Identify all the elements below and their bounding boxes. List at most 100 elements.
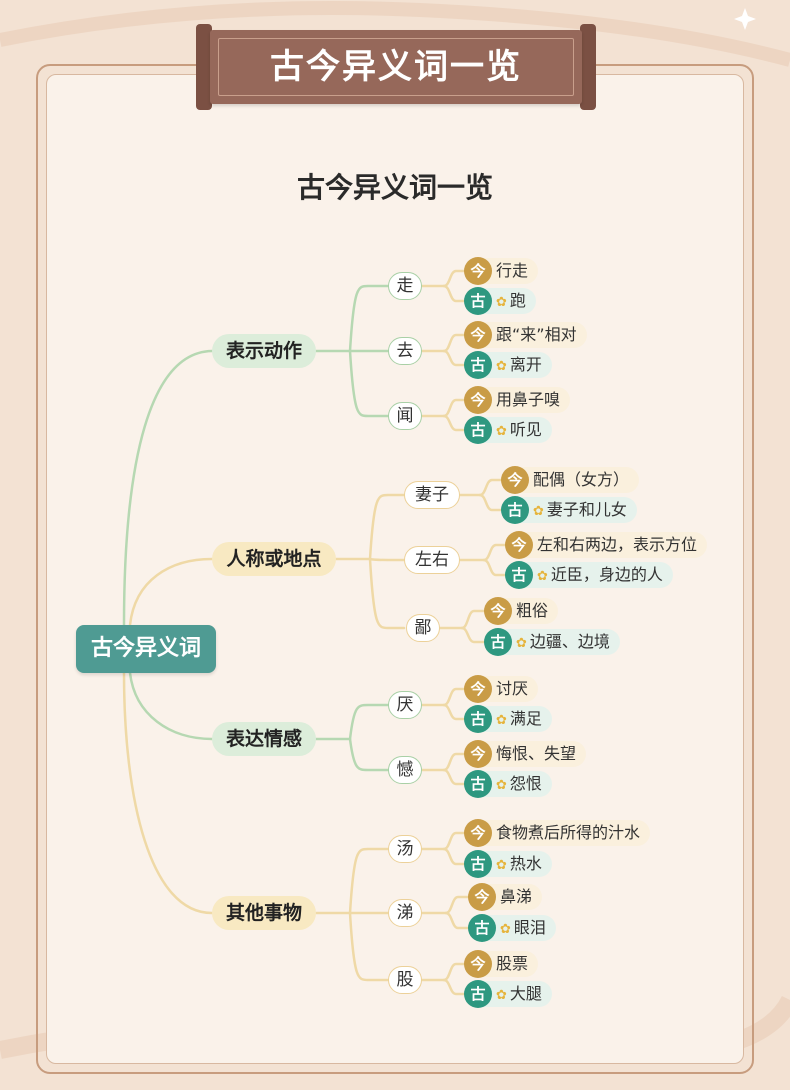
word-node: 走 [388, 272, 422, 300]
ancient-badge-icon: 古 [468, 914, 496, 942]
ancient-text: 满足 [509, 709, 542, 728]
scroll-roll-left [196, 24, 212, 110]
meaning-link [442, 752, 467, 772]
word-node: 厌 [388, 691, 422, 719]
word-node: 股 [388, 966, 422, 994]
star-icon: ✿ [496, 778, 507, 793]
modern-badge-icon: 今 [464, 819, 492, 847]
ancient-badge-icon: 古 [464, 287, 492, 315]
title-banner-border [218, 38, 574, 96]
ancient-text: 听见 [509, 420, 542, 439]
modern-badge-icon: 今 [464, 950, 492, 978]
banner-title: 古今异义词一览 [270, 47, 522, 87]
modern-meaning: 今粗俗 [484, 597, 559, 625]
modern-text: 行走 [496, 261, 529, 280]
ancient-text: 离开 [509, 355, 542, 374]
meaning-link [442, 687, 467, 707]
meaning-link [482, 543, 508, 562]
meaning-link [442, 284, 467, 303]
modern-text: 悔恨、失望 [496, 744, 577, 763]
modern-badge-icon: 今 [464, 386, 492, 414]
modern-meaning: 今行走 [464, 257, 539, 285]
word-node: 汤 [388, 835, 422, 863]
meaning-link [460, 626, 487, 644]
modern-badge-icon: 今 [464, 321, 492, 349]
word-node: 去 [388, 337, 422, 365]
meaning-link [442, 398, 467, 418]
meaning-link [442, 703, 467, 721]
word-node: 憾 [388, 756, 422, 784]
modern-meaning: 今悔恨、失望 [464, 740, 587, 768]
modern-meaning: 今配偶（女方） [501, 466, 640, 494]
ancient-meaning: 古✿听见 [464, 416, 552, 444]
modern-badge-icon: 今 [468, 883, 496, 911]
ancient-meaning: 古✿眼泪 [468, 914, 556, 942]
modern-text: 配偶（女方） [533, 470, 630, 489]
modern-badge-icon: 今 [484, 597, 512, 625]
meaning-link [442, 349, 467, 367]
ancient-badge-icon: 古 [464, 416, 492, 444]
star-icon: ✿ [537, 569, 548, 584]
scroll-roll-right [580, 24, 596, 110]
meaning-link [442, 962, 467, 982]
ancient-meaning: 古✿跑 [464, 287, 536, 315]
meaning-link [442, 978, 467, 996]
ancient-meaning: 古 ✿离开 [464, 351, 552, 379]
modern-meaning: 今用鼻子嗅 [464, 386, 571, 414]
modern-badge-icon: 今 [464, 257, 492, 285]
word-link [368, 493, 406, 561]
ancient-badge-icon: 古 [464, 351, 492, 379]
modern-meaning: 今跟“来”相对 [464, 321, 587, 349]
word-link [348, 284, 390, 353]
ancient-badge-icon: 古 [464, 770, 492, 798]
ancient-badge-icon: 古 [464, 850, 492, 878]
meaning-link [442, 847, 467, 866]
ancient-text: 跑 [509, 291, 526, 310]
meaning-link [442, 768, 467, 786]
star-icon: ✿ [496, 858, 507, 873]
ancient-text: 眼泪 [513, 918, 546, 937]
word-node: 左右 [404, 546, 460, 574]
meaning-link [442, 269, 467, 288]
root-link [122, 349, 214, 627]
ancient-meaning: 古✿满足 [464, 705, 552, 733]
ancient-text: 边疆、边境 [529, 632, 610, 651]
root-node: 古今异义词 [76, 625, 216, 673]
ancient-meaning: 古✿大腿 [464, 980, 552, 1008]
meaning-link [444, 911, 471, 930]
word-link [348, 703, 390, 741]
modern-text: 用鼻子嗅 [496, 390, 561, 409]
ancient-meaning: 古✿妻子和儿女 [501, 496, 637, 524]
star-icon: ✿ [496, 359, 507, 374]
star-icon: ✿ [533, 504, 544, 519]
sparkle-icon [734, 8, 756, 30]
word-link [348, 737, 390, 772]
meaning-link [442, 414, 467, 432]
ancient-text: 怨恨 [509, 774, 542, 793]
modern-meaning: 今鼻涕 [468, 883, 543, 911]
modern-meaning: 今食物煮后所得的汁水 [464, 819, 651, 847]
meaning-link [460, 609, 487, 630]
ancient-meaning: 古 ✿近臣，身边的人 [505, 561, 673, 589]
meaning-link [444, 895, 471, 915]
word-link [368, 557, 406, 630]
modern-text: 股票 [496, 954, 529, 973]
modern-meaning: 今讨厌 [464, 675, 539, 703]
ancient-badge-icon: 古 [505, 561, 533, 589]
ancient-badge-icon: 古 [484, 628, 512, 656]
modern-meaning: 今股票 [464, 950, 539, 978]
ancient-meaning: 古 ✿怨恨 [464, 770, 552, 798]
modern-text: 食物煮后所得的汁水 [496, 823, 641, 842]
ancient-text: 大腿 [509, 984, 542, 1003]
ancient-text: 近臣，身边的人 [550, 565, 663, 584]
root-link [122, 671, 214, 915]
ancient-badge-icon: 古 [464, 705, 492, 733]
modern-meaning: 今左和右两边，表示方位 [505, 531, 708, 559]
word-node: 闻 [388, 402, 422, 430]
category-node: 人称或地点 [212, 542, 336, 576]
meaning-link [478, 478, 504, 497]
modern-text: 左和右两边，表示方位 [537, 535, 698, 554]
meaning-link [478, 493, 504, 512]
root-link [128, 557, 214, 627]
